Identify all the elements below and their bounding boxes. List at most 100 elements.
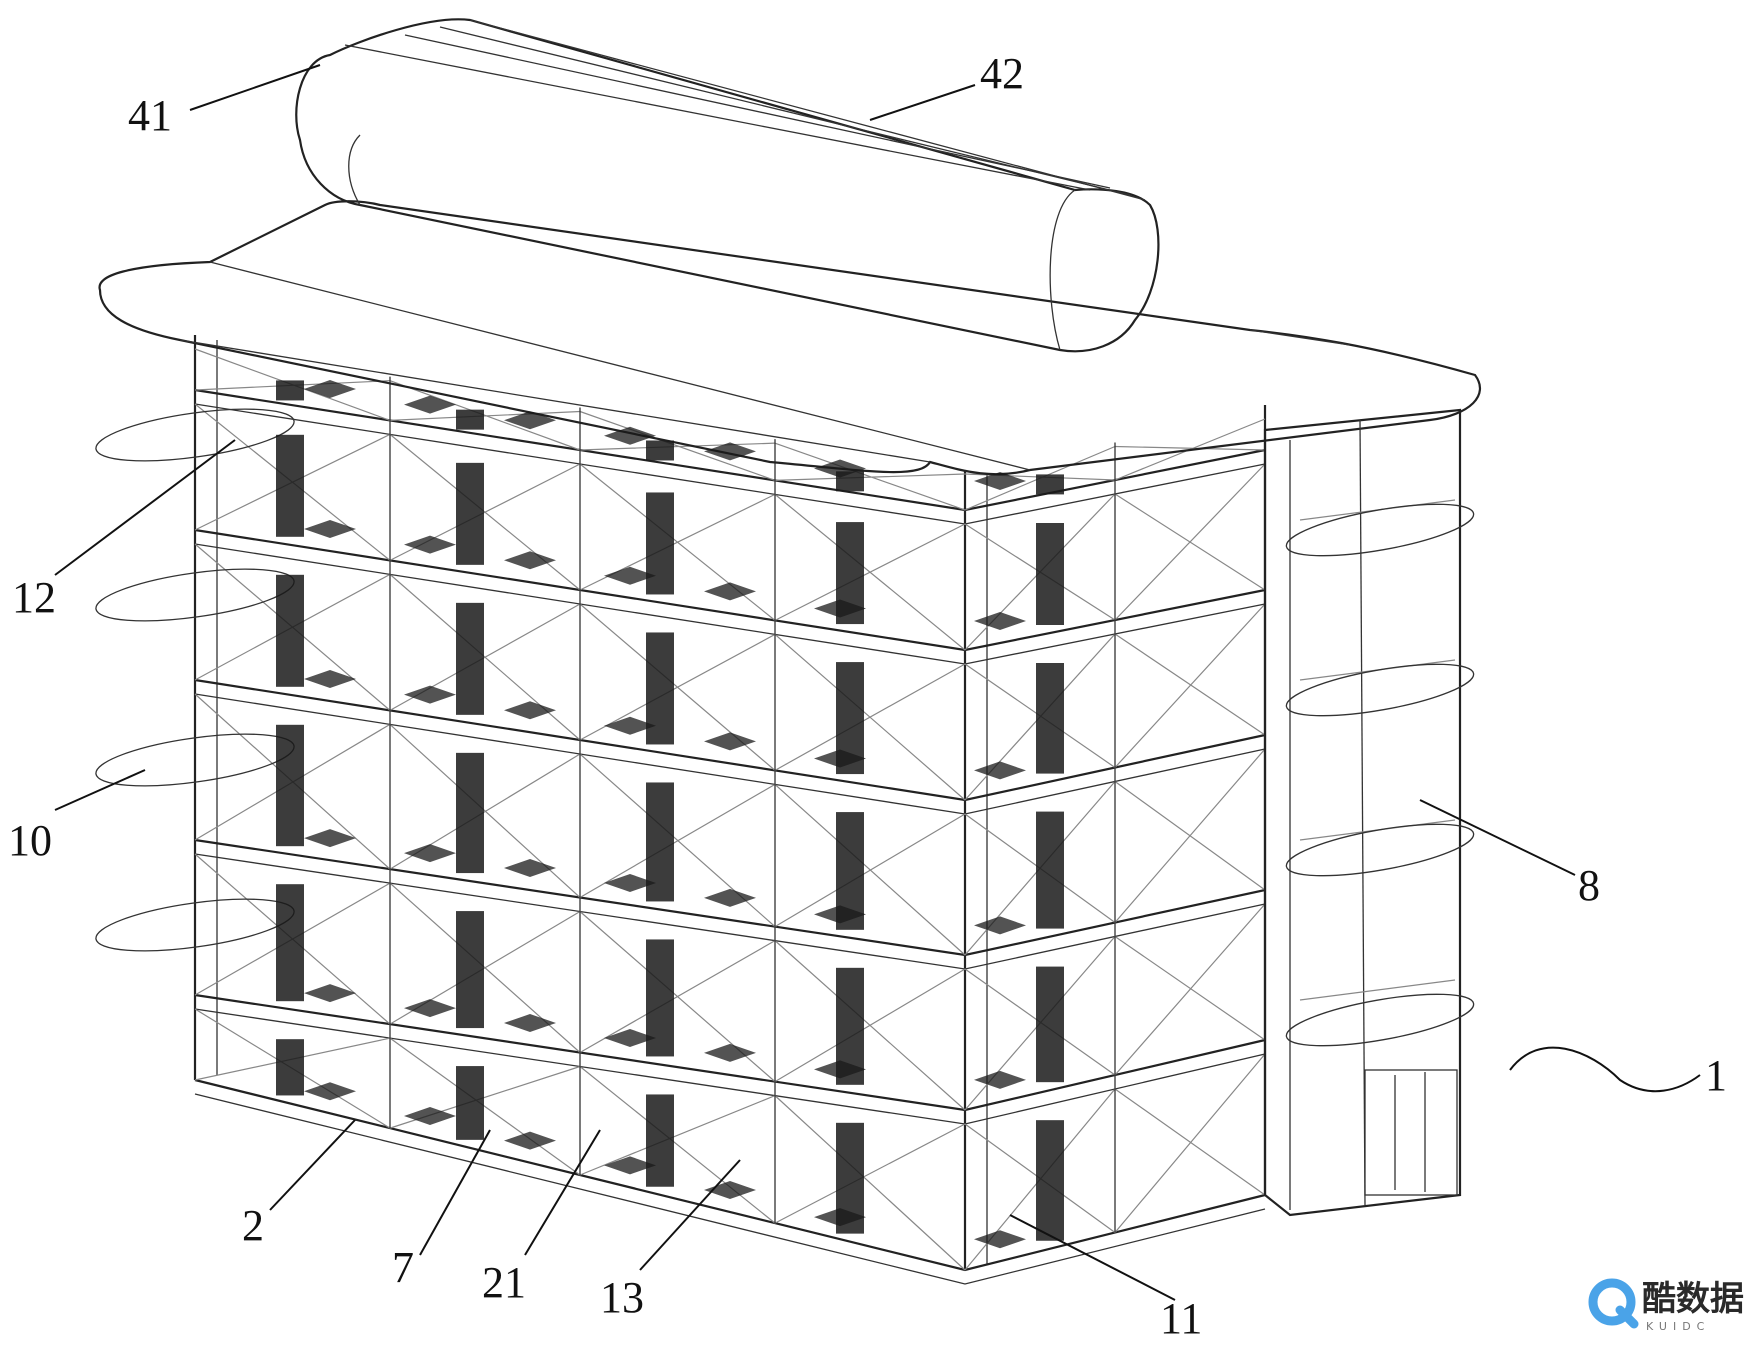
- cross-brace: [579, 1066, 776, 1224]
- floor-panel: [304, 829, 356, 848]
- equipment-pod: [456, 409, 484, 430]
- floor-panel: [404, 844, 456, 863]
- equipment-pod: [456, 1066, 484, 1140]
- equipment-pod: [1036, 474, 1064, 495]
- cross-brace: [389, 433, 581, 591]
- floor-panel: [814, 1060, 866, 1079]
- roof-canopy: [98, 200, 1482, 476]
- watermark-logo: 酷数据 KUIDC: [1588, 1278, 1744, 1333]
- cross-brace: [774, 442, 966, 511]
- callout-12: 12: [12, 573, 56, 622]
- callout-41: 41: [128, 91, 172, 140]
- floor-panel: [814, 459, 866, 478]
- callout-8: 8: [1578, 861, 1600, 910]
- callout-2: 2: [242, 1201, 264, 1250]
- cross-brace: [389, 723, 581, 898]
- cross-brace: [579, 463, 776, 621]
- equipment-pod: [456, 752, 484, 874]
- callout-10: 10: [8, 816, 52, 865]
- floor-panel: [974, 916, 1026, 935]
- equipment-pod: [1036, 811, 1064, 929]
- watermark-subtext: KUIDC: [1646, 1320, 1710, 1333]
- floor-panel: [814, 599, 866, 618]
- floor-panel: [404, 999, 456, 1018]
- watermark-text: 酷数据: [1642, 1279, 1744, 1319]
- floor-panel: [974, 1230, 1026, 1249]
- propeller-ring: [1285, 993, 1475, 1047]
- floor-panel: [974, 472, 1026, 490]
- floor-panel: [504, 1014, 556, 1033]
- floor-panel: [604, 566, 656, 585]
- cross-brace: [389, 1037, 581, 1176]
- building-frame: [193, 335, 1267, 1285]
- callout-1: 1: [1705, 1051, 1727, 1100]
- floor-panel: [404, 1106, 456, 1125]
- cross-brace-side: [1114, 463, 1266, 621]
- equipment-pod: [1036, 663, 1064, 774]
- equipment-pod: [456, 462, 484, 565]
- equipment-pod: [276, 884, 304, 1002]
- equipment-pod: [646, 440, 674, 461]
- equipment-pod: [1036, 966, 1064, 1083]
- floor-panel: [304, 520, 356, 539]
- floor-panel: [814, 905, 866, 924]
- floor-beam: [194, 1078, 1266, 1272]
- cross-brace: [774, 493, 966, 651]
- propeller-ring: [1285, 663, 1475, 717]
- cross-brace: [774, 940, 966, 1111]
- top-balloon: [295, 18, 1160, 353]
- floor-panel: [504, 859, 556, 878]
- floor-panel: [604, 1028, 656, 1047]
- leader-lines: [54, 64, 1701, 1301]
- cross-brace-side: [1114, 1053, 1266, 1233]
- floor-panel: [974, 761, 1026, 780]
- floor-panel: [604, 426, 656, 445]
- floor-panel: [704, 1043, 756, 1062]
- floor-panel: [974, 612, 1026, 630]
- floor-beam-lower: [194, 853, 1266, 970]
- watermark-q-icon: [1588, 1278, 1639, 1329]
- floor-panel: [504, 701, 556, 720]
- floor-panel: [504, 551, 556, 570]
- floor-panel: [604, 1156, 656, 1175]
- floor-panel: [504, 1131, 556, 1150]
- floor-panel: [304, 670, 356, 689]
- floor-beam-lower: [194, 1093, 1266, 1285]
- equipment-pod: [456, 911, 484, 1029]
- floor-panel: [404, 535, 456, 554]
- propeller-ring: [1285, 503, 1475, 557]
- floor-panel: [814, 1208, 866, 1227]
- cross-brace: [579, 410, 776, 481]
- equipment-pod: [1036, 1120, 1064, 1241]
- callout-42: 42: [980, 49, 1024, 98]
- cross-brace-side: [1114, 748, 1266, 923]
- floor-panel: [814, 749, 866, 768]
- equipment-pod: [1036, 523, 1064, 625]
- cross-brace: [774, 783, 966, 956]
- floor-panel: [704, 582, 756, 601]
- floor-panel: [304, 1082, 356, 1101]
- floor-beam-lower: [194, 693, 1266, 815]
- equipment-pod: [276, 574, 304, 687]
- cross-brace: [389, 380, 581, 451]
- side-tower: [1263, 408, 1462, 1217]
- callout-7: 7: [392, 1243, 414, 1292]
- propeller-ring: [95, 408, 295, 462]
- floor-panel: [704, 732, 756, 751]
- floor-panel: [404, 395, 456, 414]
- floor-panel: [704, 888, 756, 907]
- equipment-pod: [456, 602, 484, 715]
- equipment-pod: [276, 380, 304, 401]
- equipment-pod: [646, 492, 674, 595]
- cross-brace: [774, 633, 966, 801]
- floor-panel: [504, 411, 556, 430]
- equipment-pod: [646, 1094, 674, 1187]
- equipment-pod: [276, 434, 304, 537]
- floor-panel: [604, 873, 656, 892]
- callout-21: 21: [482, 1258, 526, 1307]
- floor-panel: [304, 984, 356, 1003]
- cross-brace-side: [1114, 603, 1266, 768]
- propeller-ring: [1285, 823, 1475, 877]
- floor-panel: [974, 1070, 1026, 1089]
